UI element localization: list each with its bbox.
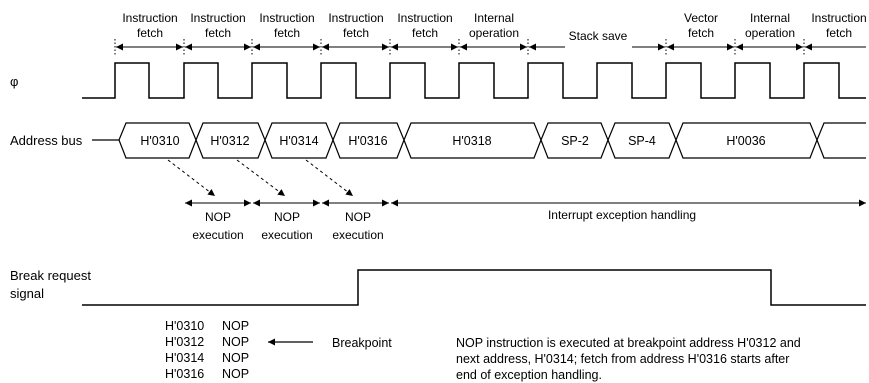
execution-label-line1: NOP <box>345 210 371 224</box>
address-value: H'0036 <box>726 134 765 148</box>
phase-label-line2: fetch <box>343 26 369 40</box>
break-request-label-line1: Break request <box>10 268 91 283</box>
phase-label-line1: Instruction <box>259 11 314 25</box>
phase-label-line2: fetch <box>412 26 438 40</box>
listing-instruction: NOP <box>222 319 249 333</box>
execution-label-line2: execution <box>192 228 243 242</box>
listing-instruction: NOP <box>222 351 249 365</box>
program-listing: H'0310 NOP H'0312 NOP H'0314 NOP H'0316 … <box>165 319 249 381</box>
clock-signal-label: φ <box>10 74 18 89</box>
phase-label-line1: Vector <box>684 11 718 25</box>
break-request-label-line2: signal <box>10 286 44 301</box>
phase-label-line2: fetch <box>688 26 714 40</box>
listing-address: H'0312 <box>165 335 204 349</box>
clock-waveform <box>82 62 866 99</box>
phase-boundaries <box>114 39 805 56</box>
note-line: next address, H'0314; fetch from address… <box>456 352 789 366</box>
breakpoint-label: Breakpoint <box>332 336 392 350</box>
phase-label-line1: Instruction <box>122 11 177 25</box>
phase-label-line2: Stack save <box>569 29 628 43</box>
phase-label-line2: fetch <box>826 26 852 40</box>
address-value: H'0316 <box>348 134 387 148</box>
listing-address: H'0314 <box>165 351 204 365</box>
fetch-to-execution-arrows <box>167 159 354 197</box>
address-value: SP-4 <box>628 134 656 148</box>
phase-label-line1: Instruction <box>811 11 866 25</box>
phase-label-line2: fetch <box>137 26 163 40</box>
listing-address: H'0316 <box>165 367 204 381</box>
phase-label-line2: fetch <box>274 26 300 40</box>
address-value: H'0314 <box>279 134 318 148</box>
execution-label-line1: NOP <box>274 210 300 224</box>
phase-label-line2: fetch <box>205 26 231 40</box>
explanatory-note: NOP instruction is executed at breakpoin… <box>456 336 801 382</box>
phase-label-line1: Internal <box>750 11 790 25</box>
listing-address: H'0310 <box>165 319 204 333</box>
address-values: H'0310 H'0312 H'0314 H'0316 H'0318 SP-2 … <box>140 134 765 148</box>
note-line: NOP instruction is executed at breakpoin… <box>456 336 801 350</box>
execution-label-line2: execution <box>261 228 312 242</box>
phase-label-line2: operation <box>745 26 795 40</box>
execution-labels: NOP execution NOP execution NOP executio… <box>192 210 383 242</box>
address-value: H'0312 <box>210 134 249 148</box>
phase-label-line1: Instruction <box>397 11 452 25</box>
phase-label-line1: Instruction <box>328 11 383 25</box>
phase-label-line1: Instruction <box>190 11 245 25</box>
address-bus-waveform <box>92 122 866 159</box>
phase-label-line2: operation <box>469 26 519 40</box>
listing-instruction: NOP <box>222 367 249 381</box>
address-bus-label: Address bus <box>10 133 83 148</box>
phase-labels: Instruction fetch Instruction fetch Inst… <box>122 11 866 43</box>
address-value: SP-2 <box>561 134 589 148</box>
phase-label-line1: Internal <box>474 11 514 25</box>
address-value: H'0310 <box>140 134 179 148</box>
break-request-waveform <box>82 269 866 306</box>
note-line: end of exception handling. <box>456 368 602 382</box>
execution-label-line1: NOP <box>205 210 231 224</box>
execution-label-line2: execution <box>332 228 383 242</box>
interrupt-handling-label: Interrupt exception handling <box>548 208 696 222</box>
address-value: H'0318 <box>452 134 491 148</box>
listing-instruction: NOP <box>222 335 249 349</box>
